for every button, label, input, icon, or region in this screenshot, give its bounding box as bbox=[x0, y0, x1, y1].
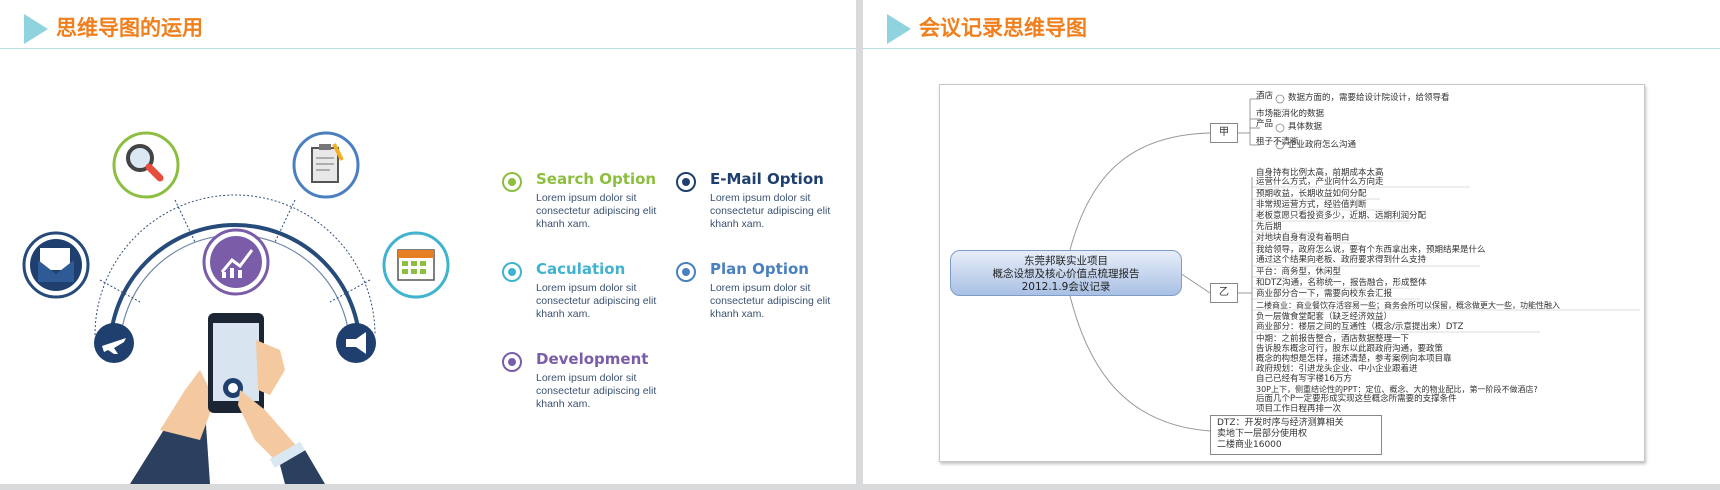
option-dot-icon bbox=[676, 172, 696, 192]
mind-map-leaf: 我给领导，政府怎么说，要有个东西拿出来，预期结果是什么 bbox=[1256, 245, 1486, 255]
envelope-icon bbox=[22, 231, 90, 299]
mind-map-leaf: 租子不清晰 bbox=[1256, 137, 1299, 147]
title-bar: 思维导图的运用 bbox=[0, 0, 856, 49]
chart-icon bbox=[202, 228, 270, 296]
option-title: Caculation bbox=[536, 260, 626, 278]
option-text: Lorem ipsum dolor sit consectetur adipis… bbox=[710, 192, 831, 230]
root-line: 2012.1.9会议记录 bbox=[1021, 281, 1111, 293]
mind-map-leaf: 先后期 bbox=[1256, 222, 1282, 232]
mind-map-leaf: 通过这个结果向老板、政府要求得到什么支持 bbox=[1256, 255, 1427, 265]
option-text: Lorem ipsum dolor sit consectetur adipis… bbox=[536, 282, 657, 320]
smartphone-icon bbox=[130, 313, 325, 484]
mind-map-leaf: 商业部分：楼层之间的互通性（概念/示意提出来）DTZ bbox=[1256, 322, 1464, 332]
mind-map-leaf: 企业政府怎么沟通 bbox=[1288, 140, 1357, 150]
mind-map-leaf: 产品 bbox=[1256, 119, 1274, 129]
mind-map-leaf: 政府规划：引进龙头企业、中小企业跟着进 bbox=[1256, 364, 1418, 374]
mind-map-leaf: 自身持有比例太高，前期成本太高 bbox=[1256, 168, 1384, 178]
option-caculation[interactable]: Caculation Lorem ipsum dolor sit consect… bbox=[502, 260, 672, 320]
mind-map-leaf: 对地块自身有没有着明白 bbox=[1256, 233, 1350, 243]
option-title: Development bbox=[536, 350, 649, 368]
mind-map-node-a: 甲 bbox=[1210, 123, 1238, 143]
option-development[interactable]: Development Lorem ipsum dolor sit consec… bbox=[502, 350, 672, 410]
infographic-illustration bbox=[22, 131, 450, 484]
mind-map-leaf: 平台：商务型，休闲型 bbox=[1256, 267, 1342, 277]
mind-map-leaf: 预期收益，长期收益如何分配 bbox=[1256, 189, 1367, 199]
megaphone-icon bbox=[336, 323, 376, 363]
option-title: E-Mail Option bbox=[710, 170, 824, 188]
mind-map-leaf: 卖地下一层部分使用权 bbox=[1217, 429, 1308, 439]
option-dot-icon bbox=[502, 262, 522, 282]
mind-map-leaf: 告诉股东概念可行，股东以此跟政府沟通，要政策 bbox=[1256, 344, 1444, 354]
option-text: Lorem ipsum dolor sit consectetur adipis… bbox=[536, 192, 657, 230]
option-dot-icon bbox=[676, 262, 696, 282]
clipboard-icon bbox=[292, 131, 360, 199]
option-text: Lorem ipsum dolor sit consectetur adipis… bbox=[710, 282, 831, 320]
option-dot-icon bbox=[502, 172, 522, 192]
calendar-icon bbox=[382, 231, 450, 299]
mind-map-leaf: DTZ：开发时序与经济测算相关 bbox=[1217, 418, 1344, 428]
mind-map-leaf: 二楼商业16000 bbox=[1217, 440, 1282, 450]
mind-map-leaf: 后面几个P一定要形成实现这些概念所需要的支撑条件 bbox=[1256, 394, 1457, 404]
mind-map-image: 东莞邦联实业项目 概念设想及核心价值点梳理报告 2012.1.9会议记录 甲 乙… bbox=[939, 84, 1645, 462]
option-text: Lorem ipsum dolor sit consectetur adipis… bbox=[536, 372, 657, 410]
mind-map-leaf: 具体数据 bbox=[1288, 122, 1323, 132]
mind-map-leaf: 商业部分合一下，需要向校东会汇报 bbox=[1256, 289, 1393, 299]
option-search[interactable]: Search Option Lorem ipsum dolor sit cons… bbox=[502, 170, 672, 230]
mind-map-node-b: 乙 bbox=[1210, 283, 1238, 303]
title-triangle-icon bbox=[24, 14, 48, 44]
right-slide: 会议记录思维导图 bbox=[863, 0, 1720, 484]
root-line: 概念设想及核心价值点梳理报告 bbox=[992, 268, 1140, 280]
mind-map-root: 东莞邦联实业项目 概念设想及核心价值点梳理报告 2012.1.9会议记录 bbox=[950, 250, 1182, 296]
mind-map-leaf: 老板意愿只看投资多少，近期、远期利润分配 bbox=[1256, 211, 1427, 221]
mind-map-leaf: 运营什么方式，产业向什么方向走 bbox=[1256, 177, 1384, 187]
mind-map-leaf: 项目工作日程再排一次 bbox=[1256, 404, 1342, 414]
option-plan[interactable]: Plan Option Lorem ipsum dolor sit consec… bbox=[676, 260, 846, 320]
mind-map-leaf: 30P上下，侧重结论性的PPT：定位、概念、大的物业配比，第一阶段不做酒店? bbox=[1256, 385, 1538, 394]
search-icon bbox=[112, 131, 180, 199]
mind-map-leaf: 概念的构想是怎样，描述清楚，参考案例向本项目靠 bbox=[1256, 354, 1452, 364]
mind-map-leaf: 酒店 bbox=[1256, 91, 1274, 101]
option-email[interactable]: E-Mail Option Lorem ipsum dolor sit cons… bbox=[676, 170, 846, 230]
mind-map-node-c: DTZ：开发时序与经济测算相关 卖地下一层部分使用权 二楼商业16000 bbox=[1210, 415, 1382, 455]
airplane-icon bbox=[94, 323, 134, 363]
mind-map-leaf: 市场能消化的数据 bbox=[1256, 109, 1325, 119]
mind-map-leaf: 数据方面的，需要给设计院设计，给领导看 bbox=[1288, 93, 1450, 103]
option-dot-icon bbox=[502, 352, 522, 372]
root-line: 东莞邦联实业项目 bbox=[1024, 255, 1108, 267]
slide-title: 会议记录思维导图 bbox=[919, 16, 1087, 40]
mind-map-leaf: 二楼商业：商业餐饮存活容易一些；商务会所可以保留，概念做更大一些，功能性融入 bbox=[1256, 301, 1560, 310]
slide-title: 思维导图的运用 bbox=[56, 16, 203, 40]
left-slide: 思维导图的运用 bbox=[0, 0, 856, 484]
mind-map-leaf: 和DTZ沟通，名称统一，报告融合，形成整体 bbox=[1256, 278, 1427, 288]
option-title: Search Option bbox=[536, 170, 657, 188]
mind-map-leaf: 自己已经有写字楼16万方 bbox=[1256, 374, 1352, 384]
mind-map-connectors bbox=[1069, 94, 1640, 432]
title-triangle-icon bbox=[887, 14, 911, 44]
mind-map-leaf: 非常规运营方式，经验值判断 bbox=[1256, 200, 1367, 210]
mind-map-leaf: 中期：之前报告整合，酒店数据整理一下 bbox=[1256, 334, 1410, 344]
title-bar: 会议记录思维导图 bbox=[863, 0, 1720, 49]
mind-map-leaf: 负一层做食堂配套（缺乏经济效益） bbox=[1256, 312, 1393, 322]
option-title: Plan Option bbox=[710, 260, 809, 278]
